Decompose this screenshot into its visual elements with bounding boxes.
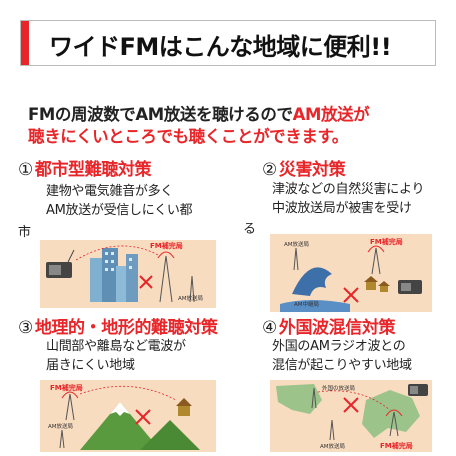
section-1-desc: 建物や電気雑音が多く AM放送が受信しにくい都 (46, 182, 193, 220)
section-2-desc-line-1: 津波などの自然災害により (272, 182, 425, 197)
section-1-illustration: FM補完局 AM放送局 (40, 240, 216, 308)
intro-part1: FMの周波数でAM放送を聴けるので (28, 105, 293, 124)
tsunami-icon (280, 267, 350, 312)
fm-tower-icon (367, 245, 385, 275)
fm-tower-icon (157, 251, 175, 303)
am-tower-icon (59, 429, 65, 449)
title-box: ワイドFMはこんな地域に便利!! (20, 20, 436, 66)
s4-label-fm: FM補完局 (380, 441, 413, 450)
s1-label-am: AM放送局 (178, 294, 203, 302)
section-3-number: ③ (18, 318, 33, 338)
section-3-illustration: FM補完局 AM放送局 (40, 380, 216, 452)
house-icon (364, 276, 390, 292)
radio-icon (408, 384, 428, 396)
section-4-number: ④ (262, 318, 277, 338)
radio-icon (398, 280, 422, 294)
section-3-title: 地理的・地形的難聴対策 (34, 318, 218, 338)
cross-icon (343, 287, 359, 303)
foreign-tower-icon (311, 387, 317, 409)
section-2-number: ② (262, 160, 277, 180)
section-4-title: 外国波混信対策 (278, 318, 396, 338)
intro-text: FMの周波数でAM放送を聴けるのでAM放送が 聴きにくいところでも聴くことができ… (28, 104, 438, 148)
cross-icon (139, 275, 153, 289)
buildings-icon (90, 248, 138, 302)
intro-part3: 聴きにくいところでも聴くことができます。 (28, 127, 349, 146)
section-1-overflow-char: 市 (18, 225, 32, 240)
fm-tower-icon (385, 409, 403, 437)
mountain-icon (80, 402, 200, 450)
am-tower-icon (329, 419, 335, 441)
s4-label-am: AM放送局 (320, 442, 345, 450)
section-3-desc-line-1: 山間部や離島など電波が (46, 339, 186, 354)
s1-label-fm: FM補完局 (150, 241, 183, 250)
section-4-desc-line-1: 外国のAMラジオ波との (272, 339, 406, 354)
s4-label-foreign: 外国の放送局 (322, 384, 355, 392)
am-tower-icon (293, 247, 299, 271)
section-1-desc-line-2: AM放送が受信しにくい都 (46, 203, 193, 218)
signal-wave (79, 385, 177, 401)
section-2-illustration: AM放送局 FM補完局 AM中継局 (270, 234, 432, 312)
map-icon (276, 384, 420, 438)
house-icon (176, 398, 192, 416)
signal-wave (317, 390, 391, 411)
title-accent-bar (21, 21, 29, 65)
section-1-desc-line-1: 建物や電気雑音が多く (46, 184, 174, 199)
section-3-desc: 山間部や離島など電波が 届きにくい地域 (46, 337, 186, 375)
cross-icon (343, 397, 359, 413)
signal-wave (75, 245, 161, 261)
s2-label-relay: AM中継局 (294, 300, 319, 308)
section-4-desc-line-2: 混信が起こりやすい地域 (272, 358, 412, 373)
fm-tower-icon (61, 391, 79, 421)
s2-label-am: AM放送局 (284, 240, 309, 248)
section-4-desc: 外国のAMラジオ波との 混信が起こりやすい地域 (272, 337, 412, 375)
scene-background (270, 234, 432, 312)
section-2-desc-line-2: 中波放送局が被害を受け (272, 201, 412, 216)
section-2-title: 災害対策 (278, 160, 346, 180)
section-1-title: 都市型難聴対策 (34, 160, 152, 180)
s3-label-am: AM放送局 (48, 422, 73, 430)
section-1-number: ① (18, 160, 33, 180)
section-2-overflow-char-1: る (243, 222, 257, 237)
cross-icon (135, 409, 151, 425)
s3-label-fm: FM補完局 (50, 383, 83, 392)
radio-icon (46, 249, 75, 278)
section-3-desc-line-2: 届きにくい地域 (46, 358, 135, 373)
am-tower-icon (189, 275, 195, 303)
intro-part2: AM放送が (292, 105, 370, 124)
s2-label-fm: FM補完局 (370, 237, 403, 246)
page-title: ワイドFMはこんな地域に便利!! (49, 33, 392, 61)
section-4-illustration: 外国の放送局 AM放送局 FM補完局 (270, 380, 432, 452)
section-2-desc: 津波などの自然災害により 中波放送局が被害を受け (272, 180, 424, 218)
